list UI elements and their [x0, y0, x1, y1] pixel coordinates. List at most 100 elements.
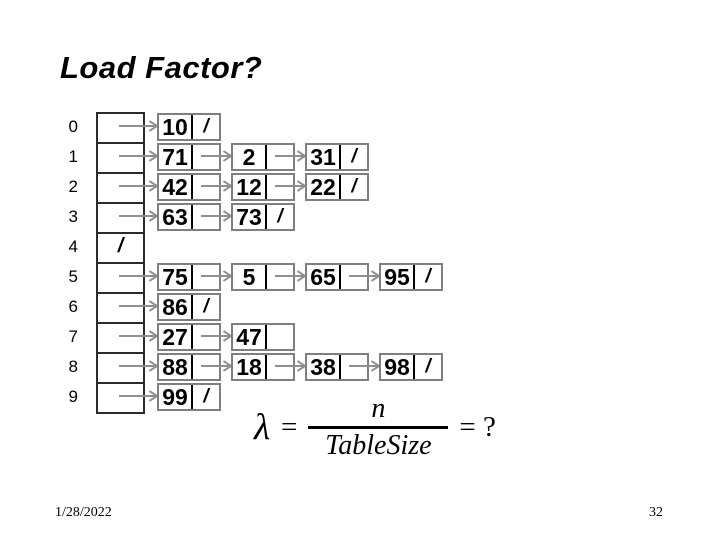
- node-value: 47: [233, 325, 267, 349]
- bucket-index-label: 1: [68, 147, 78, 166]
- node-next-null: /: [351, 146, 357, 167]
- chain-arrow: [275, 365, 305, 367]
- node-value: 42: [159, 175, 193, 199]
- node-value: 10: [159, 115, 193, 139]
- bucket-index-label: 4: [68, 237, 78, 256]
- node-value: 95: [381, 265, 415, 289]
- slide-title: Load Factor?: [60, 50, 263, 85]
- chain-node: 2: [231, 143, 295, 171]
- node-next-pointer: [193, 355, 219, 379]
- equals-sign: =: [281, 410, 298, 443]
- bucket-index-label: 8: [68, 357, 78, 376]
- node-next-pointer: [267, 265, 293, 289]
- node-value: 22: [307, 175, 341, 199]
- lambda-symbol: λ: [254, 406, 271, 448]
- bucket-divider: [98, 142, 143, 144]
- chain-arrow: [275, 185, 305, 187]
- chain-node: 18: [231, 353, 295, 381]
- fraction-numerator: n: [371, 393, 386, 424]
- chain-node: 99 /: [157, 383, 221, 411]
- bucket-divider: [98, 292, 143, 294]
- node-next-null: /: [425, 356, 431, 377]
- chain-arrow: [201, 365, 231, 367]
- chain-node: 86 /: [157, 293, 221, 321]
- bucket-divider: [98, 352, 143, 354]
- equals-question: = ?: [459, 410, 496, 443]
- chain-node: 38: [305, 353, 369, 381]
- bucket-arrow: [119, 275, 157, 277]
- chain-arrow: [201, 335, 231, 337]
- chain-node: 63: [157, 203, 221, 231]
- node-next-pointer: [341, 265, 367, 289]
- bucket-index-label: 6: [68, 297, 78, 316]
- bucket-index-label: 5: [68, 267, 78, 286]
- chain-node: 73 /: [231, 203, 295, 231]
- chain-arrow: [201, 155, 231, 157]
- chain-node: 98 /: [379, 353, 443, 381]
- node-value: 99: [159, 385, 193, 409]
- node-next-pointer: [267, 145, 293, 169]
- chain-arrow: [201, 185, 231, 187]
- node-next-pointer: [193, 265, 219, 289]
- bucket-divider: [98, 202, 143, 204]
- node-value: 75: [159, 265, 193, 289]
- node-next-null: /: [277, 206, 283, 227]
- bucket-arrow: [119, 215, 157, 217]
- chain-node: 95 /: [379, 263, 443, 291]
- node-value: 98: [381, 355, 415, 379]
- bucket-divider: [98, 232, 143, 234]
- chain-node: 88: [157, 353, 221, 381]
- node-value: 2: [233, 145, 267, 169]
- bucket-divider: [98, 382, 143, 384]
- node-next-pointer: [193, 325, 219, 349]
- chain-node: 27: [157, 323, 221, 351]
- chain-arrow: [349, 275, 379, 277]
- node-value: 71: [159, 145, 193, 169]
- node-value: 27: [159, 325, 193, 349]
- bucket-index-label: 2: [68, 177, 78, 196]
- node-next-pointer: [267, 325, 293, 349]
- node-next-pointer: [267, 355, 293, 379]
- load-factor-formula: λ = n TableSize = ?: [254, 394, 496, 461]
- node-next-null: /: [203, 296, 209, 317]
- chain-node: 31/: [305, 143, 369, 171]
- footer-date: 1/28/2022: [55, 505, 112, 520]
- node-next-pointer: [267, 175, 293, 199]
- node-next-pointer: [193, 145, 219, 169]
- chain-node: 65: [305, 263, 369, 291]
- bucket-index-label: 9: [68, 387, 78, 406]
- bucket-index-label: 3: [68, 207, 78, 226]
- chain-node: 75: [157, 263, 221, 291]
- fraction: n TableSize: [308, 393, 449, 462]
- node-value: 88: [159, 355, 193, 379]
- footer-page-number: 32: [649, 505, 663, 520]
- bucket-arrow: [119, 305, 157, 307]
- fraction-bar: [308, 426, 449, 430]
- node-value: 65: [307, 265, 341, 289]
- node-next-null: /: [203, 386, 209, 407]
- chain-arrow: [275, 275, 305, 277]
- bucket-divider: [98, 172, 143, 174]
- node-value: 73: [233, 205, 267, 229]
- node-next-null: /: [203, 116, 209, 137]
- chain-node: 22/: [305, 173, 369, 201]
- fraction-denominator: TableSize: [325, 430, 432, 462]
- node-next-null: /: [425, 266, 431, 287]
- chain-node: 71: [157, 143, 221, 171]
- bucket-null-slash: /: [117, 235, 124, 257]
- chain-arrow: [275, 155, 305, 157]
- chain-arrow: [201, 275, 231, 277]
- node-value: 5: [233, 265, 267, 289]
- node-value: 18: [233, 355, 267, 379]
- chain-node: 42: [157, 173, 221, 201]
- node-value: 86: [159, 295, 193, 319]
- node-value: 12: [233, 175, 267, 199]
- chain-arrow: [349, 365, 379, 367]
- node-value: 63: [159, 205, 193, 229]
- chain-node: 10 /: [157, 113, 221, 141]
- bucket-arrow: [119, 125, 157, 127]
- chain-arrow: [201, 215, 231, 217]
- chain-node: 5: [231, 263, 295, 291]
